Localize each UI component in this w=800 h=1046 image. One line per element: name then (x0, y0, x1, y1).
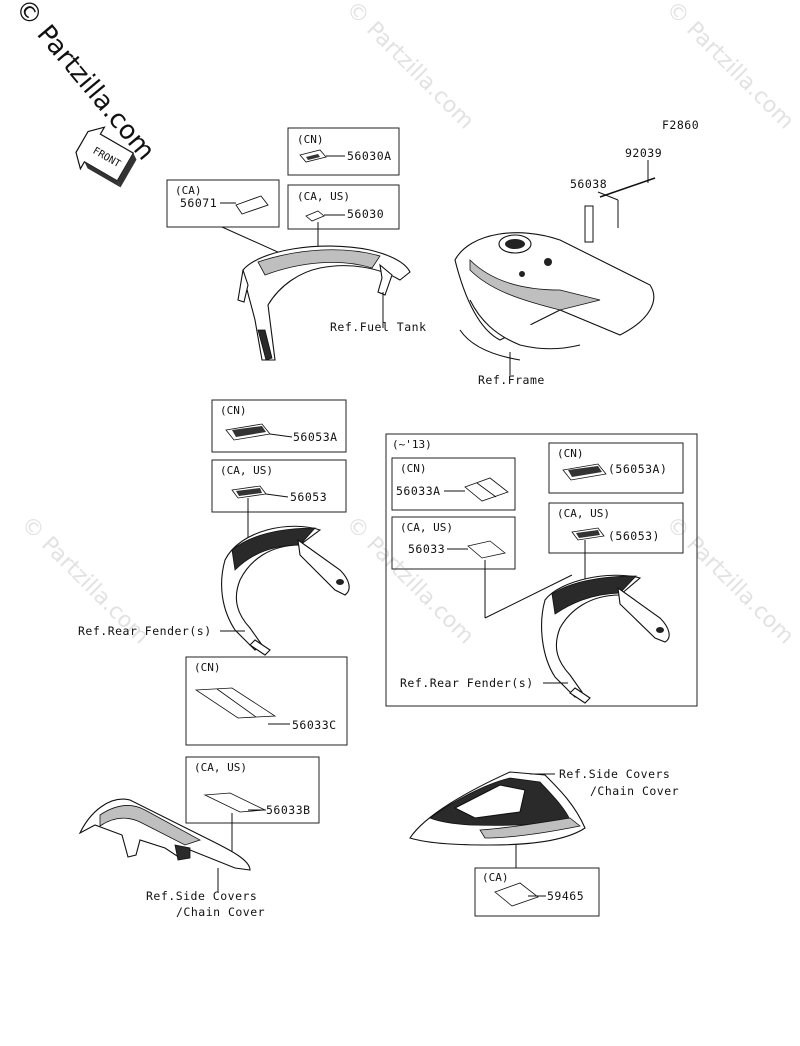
decal-56030-icon (305, 210, 325, 222)
part-number-56030: 56030 (347, 207, 384, 221)
part-number-56071: 56071 (180, 196, 217, 210)
region-cn: (CN) (400, 462, 427, 475)
watermark: © Partzilla.com (661, 512, 799, 650)
label-box-caus-56033b (185, 756, 320, 824)
label-box-ca-59465 (474, 867, 600, 917)
region-cn: (CN) (194, 661, 221, 674)
label-box-cn-56053a-inset (548, 442, 684, 494)
label-box-cn-56033c (185, 656, 348, 746)
side-cover-part (409, 771, 586, 846)
decal-56033c-icon (194, 687, 277, 719)
label-box-caus-56053-inset (548, 502, 684, 554)
label-box-caus-56030 (287, 184, 400, 230)
region-ca-us: (CA, US) (297, 190, 350, 203)
ref-frame: Ref.Frame (478, 373, 545, 387)
part-number-56033c: 56033C (292, 718, 337, 732)
decal-56053a-icon (225, 423, 271, 441)
bolt-92039-icon (599, 177, 656, 198)
decal-56053a-inset-icon (562, 463, 607, 481)
rear-fender-part (221, 525, 350, 656)
label-box-cn-56030a (287, 127, 400, 176)
decal-56030a-icon (299, 149, 327, 163)
ref-side-covers-2: /Chain Cover (590, 784, 679, 798)
figure-code: F2860 (662, 118, 699, 132)
label-box-caus-56033 (391, 516, 516, 570)
decal-56053-inset-icon (571, 527, 605, 541)
label-box-cn-56053a (211, 399, 347, 453)
region-ca-us: (CA, US) (400, 521, 453, 534)
region-ca: (CA) (175, 184, 202, 197)
frame-part (454, 232, 655, 361)
ref-rear-fender: Ref.Rear Fender(s) (78, 624, 212, 638)
part-number-56033: 56033 (408, 542, 445, 556)
ref-side-covers-b2: /Chain Cover (176, 905, 265, 919)
part-number-56053a-inset: (56053A) (608, 462, 667, 476)
rear-fender-inset-part (541, 574, 670, 704)
ref-side-covers-1: Ref.Side Covers (559, 767, 670, 781)
inset-title: (~'13) (392, 438, 432, 451)
decal-56071-icon (235, 195, 269, 215)
region-cn: (CN) (297, 133, 324, 146)
decal-59465-icon (494, 882, 539, 907)
region-cn: (CN) (220, 404, 247, 417)
decal-56053-icon (231, 485, 267, 499)
watermark: © Partzilla.com (341, 0, 479, 134)
part-number-56030a: 56030A (347, 149, 392, 163)
label-box-caus-56053 (211, 459, 347, 513)
part-number-56053: 56053 (290, 490, 327, 504)
region-ca-us: (CA, US) (220, 464, 273, 477)
ref-side-covers-b1: Ref.Side Covers (146, 889, 257, 903)
region-ca-us: (CA, US) (557, 507, 610, 520)
part-number-56053a: 56053A (293, 430, 338, 444)
part-number-59465: 59465 (547, 889, 584, 903)
decal-56033b-icon (203, 792, 267, 813)
front-arrow-icon: FRONT (75, 126, 137, 188)
part-number-56038: 56038 (570, 177, 607, 191)
label-box-cn-56033a (391, 457, 516, 511)
part-number-56033b: 56033B (266, 803, 311, 817)
ref-fuel-tank: Ref.Fuel Tank (330, 320, 427, 334)
watermark: © Partzilla.com (661, 0, 799, 134)
region-ca-us: (CA, US) (194, 761, 247, 774)
chain-cover-part (78, 798, 251, 871)
decal-56033a-icon (464, 477, 509, 502)
region-cn: (CN) (557, 447, 584, 460)
region-ca: (CA) (482, 871, 509, 884)
fuel-tank-cover-part (237, 245, 411, 361)
decal-56033-icon (467, 540, 506, 559)
tube-56038-icon (584, 205, 594, 243)
ref-rear-fender-inset: Ref.Rear Fender(s) (400, 676, 534, 690)
part-number-56053-inset: (56053) (608, 529, 660, 543)
part-number-92039: 92039 (625, 146, 662, 160)
part-number-56033a: 56033A (396, 484, 441, 498)
inset-box (385, 433, 698, 707)
